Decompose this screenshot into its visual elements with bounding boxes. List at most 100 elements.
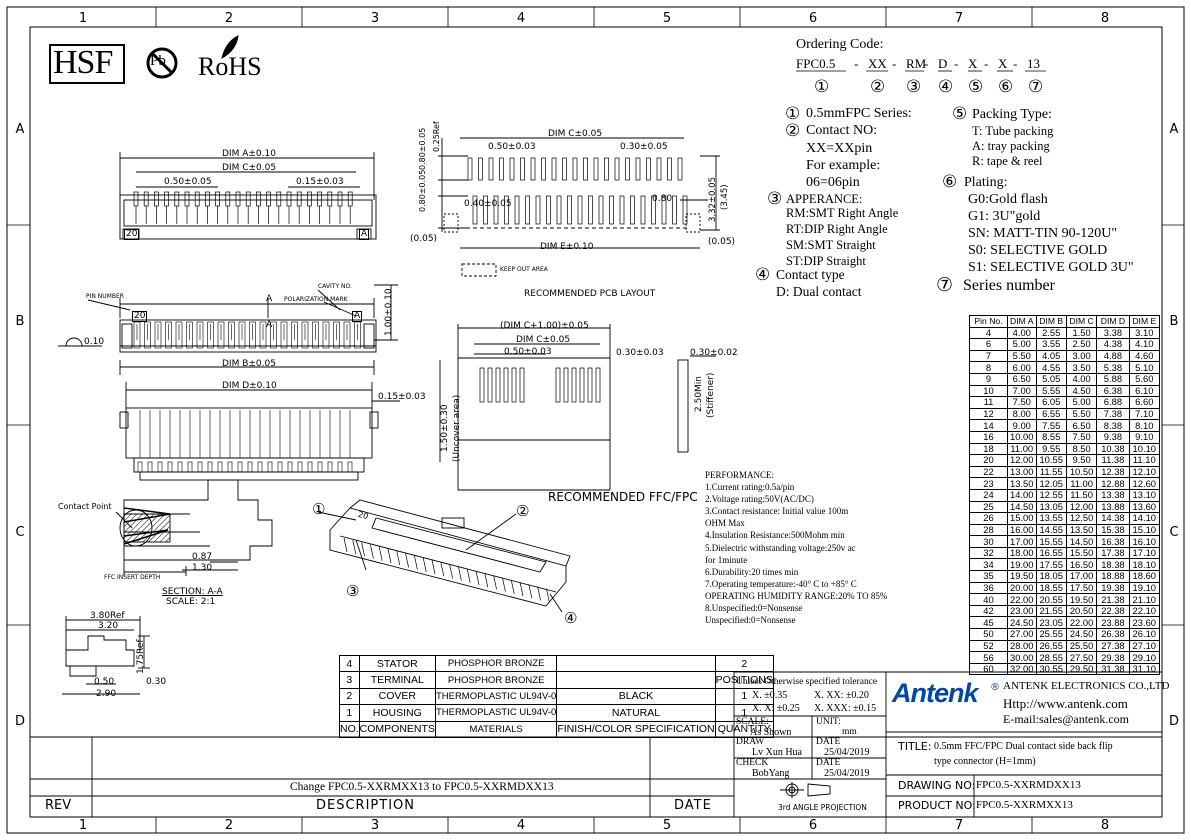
check-date-label: DATE (816, 758, 841, 768)
table-cell: 7 (969, 349, 1008, 363)
table-cell: 14.55 (1035, 523, 1067, 537)
pin-rect (280, 321, 288, 349)
pin-rect (174, 191, 180, 207)
table-cell: 7.00 (1007, 384, 1037, 398)
pin-rect (237, 461, 243, 473)
table-cell: 18.10 (1128, 558, 1161, 572)
ffc-150: 1.50±0.30 (440, 404, 450, 452)
ordering-segment: FPC0.5 (796, 56, 836, 71)
table-cell: 6.50 (1007, 372, 1037, 386)
pin-rect (504, 195, 509, 225)
pin-table-header-cell: DIM D (1096, 315, 1130, 328)
table-cell: 28.55 (1035, 651, 1067, 664)
pcb-005b: (0.05) (708, 237, 736, 247)
table-cell: 5.50 (1007, 349, 1037, 363)
registered-mark: ® (990, 682, 1000, 693)
pcb-080c: 0.80 (652, 194, 673, 204)
dim-380: 3.80Ref (90, 611, 125, 621)
table-cell: 18 (969, 442, 1008, 456)
pin-rect (144, 321, 151, 349)
legend-plating-line-5: S1: SELECTIVE GOLD 3U" (968, 260, 1134, 275)
table-cell: 29.50 (1065, 662, 1098, 676)
table-cell: 27.38 (1096, 639, 1130, 653)
pin-rect (207, 321, 214, 349)
pin-a-mark: A (359, 229, 370, 240)
table-cell: 17.00 (1007, 535, 1037, 548)
legend-series-number: Series number (963, 277, 1055, 294)
table-cell: NATURAL (556, 704, 716, 722)
table-cell: 13.38 (1096, 488, 1130, 502)
pin-rect (194, 191, 200, 207)
pin-table-header-cell: DIM C (1065, 315, 1098, 328)
pin-rect (322, 321, 330, 349)
pcb-dim-c: DIM C±0.05 (548, 129, 603, 139)
table-cell: 16.55 (1035, 546, 1067, 560)
pin-rect (296, 191, 302, 207)
pin-rect (572, 157, 578, 181)
left-row-label: A (15, 122, 25, 137)
dim-320: 3.20 (98, 621, 119, 631)
rev-header: REV (45, 798, 72, 813)
section-a-mark-2: A (266, 320, 273, 330)
dim-010: 0.10 (84, 337, 105, 347)
pin-rect (333, 321, 340, 349)
table-cell: 20 (969, 454, 1008, 467)
pin-line (422, 557, 427, 572)
bottom-column-label: 7 (954, 818, 964, 833)
table-cell: 3.10 (1128, 326, 1161, 340)
pin-rect (187, 461, 193, 473)
legend-packing: Packing Type: (972, 107, 1053, 122)
ordering-dash: - (854, 56, 859, 71)
table-cell: 23.00 (1007, 604, 1037, 618)
pin-rect (143, 191, 149, 207)
table-cell: 3.00 (1065, 349, 1098, 363)
table-cell: 18.60 (1128, 570, 1161, 583)
pin-rect (651, 195, 656, 225)
legend-packing-num: ⑤ (952, 104, 968, 123)
table-cell: 6.00 (1007, 361, 1037, 374)
dim-d: DIM D±0.10 (222, 381, 277, 391)
table-cell: 27.10 (1128, 639, 1161, 653)
table-cell: 9 (969, 372, 1008, 386)
product-no-label: PRODUCT NO: (898, 799, 976, 812)
pcb-080b: 0.80±0.05 (418, 169, 427, 212)
pin-rect (266, 191, 271, 207)
performance-line: 5.Dielectric withstanding voltage:250v a… (705, 542, 856, 553)
pin-rect (514, 195, 520, 225)
table-cell: 26.38 (1096, 628, 1130, 641)
table-cell: 13.00 (1007, 465, 1037, 479)
table-cell: 4.38 (1096, 338, 1130, 351)
table-cell: 24.50 (1065, 628, 1098, 641)
table-cell: 29.38 (1096, 651, 1130, 664)
table-cell: 2 (339, 687, 360, 706)
table-cell: 25.55 (1035, 628, 1067, 641)
table-cell: 5.88 (1096, 372, 1130, 386)
table-cell: FINISH/COLOR SPECIFICATION (556, 720, 716, 738)
legend-plating: Plating: (964, 175, 1008, 190)
table-cell: 5.00 (1007, 338, 1037, 351)
table-cell: 56 (969, 651, 1008, 664)
top-column-label: 5 (662, 11, 672, 26)
legend-plating-line-4: S0: SELECTIVE GOLD (968, 243, 1108, 258)
table-cell: 17.00 (1065, 570, 1098, 583)
title-label: TITLE: (898, 740, 932, 753)
dim-175: 1.75Ref (136, 639, 146, 674)
dim-290: 2.90 (96, 689, 117, 699)
pin-table-header-cell: DIM E (1128, 315, 1161, 328)
pin-rect (672, 195, 677, 225)
pin-rect (343, 321, 351, 349)
title-value-1: 0.5mm FFC/FPC Dual contact side back fli… (934, 741, 1113, 752)
check-label: CHECK (736, 758, 769, 768)
pcb-025: 0.25Ref (432, 121, 441, 152)
table-cell: 27.50 (1065, 651, 1098, 664)
table-cell: 40 (969, 593, 1008, 606)
table-cell: 35 (969, 570, 1008, 583)
pin-rect (511, 367, 517, 403)
pin-rect (267, 461, 273, 473)
pin-line (449, 564, 453, 579)
